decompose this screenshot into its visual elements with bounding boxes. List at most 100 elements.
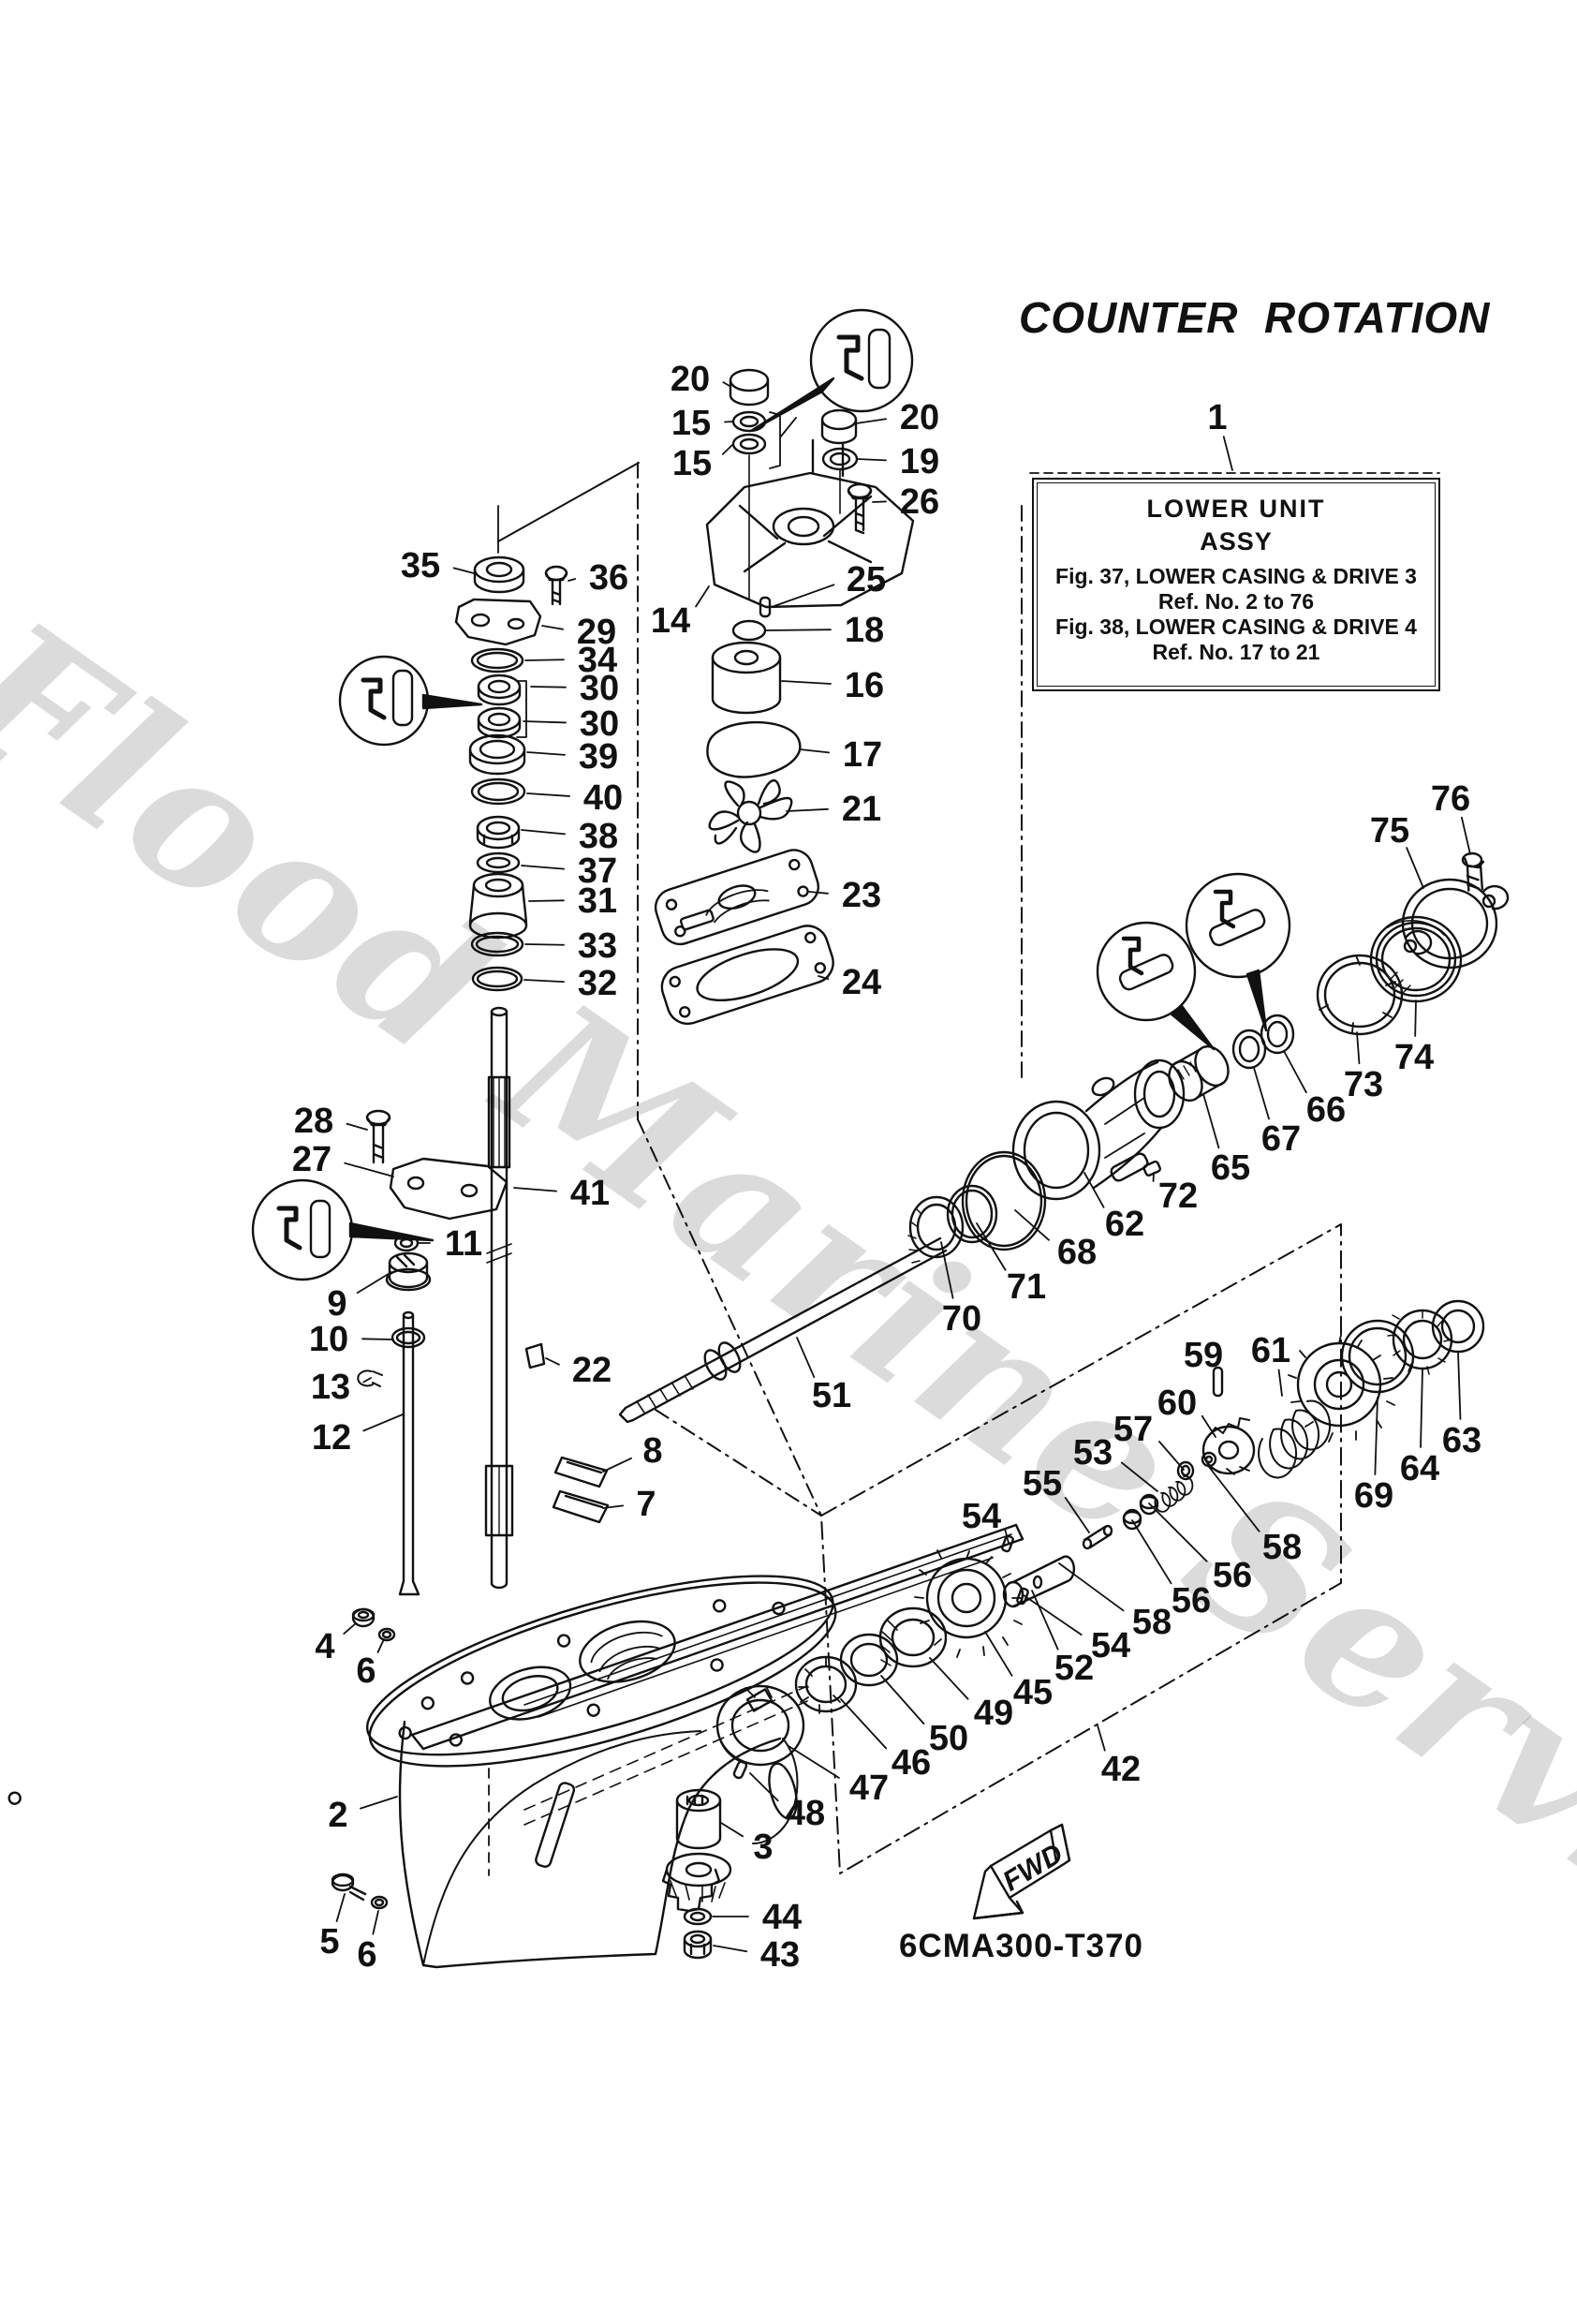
part-label-58: 58	[1132, 1603, 1172, 1642]
part-label-22: 22	[572, 1351, 612, 1390]
part-label-52: 52	[1054, 1649, 1094, 1688]
leader-line-38	[521, 829, 566, 836]
seal-66	[1260, 1014, 1295, 1055]
pin-59	[1212, 1366, 1224, 1398]
part-label-27: 27	[292, 1140, 332, 1179]
leader-line-62	[1083, 1172, 1105, 1208]
leader-line-56	[1148, 1502, 1208, 1562]
detail-circle-carrier-pin-1	[1096, 921, 1216, 1051]
leader-line-64	[1420, 1369, 1423, 1448]
part-label-29: 29	[577, 613, 616, 652]
fwd-arrow-label: FWD	[997, 1838, 1069, 1897]
prop-shaft-housing-cluster	[907, 851, 1510, 1264]
leader-line-66	[1283, 1050, 1307, 1094]
part-label-10: 10	[309, 1320, 348, 1359]
leader-line-2	[360, 1796, 398, 1810]
page-title: COUNTER ROTATION	[1019, 293, 1491, 342]
shift-plunger-52	[1002, 1555, 1076, 1608]
seat-56a	[1122, 1508, 1142, 1531]
leader-line-34	[524, 659, 565, 661]
leader-line-55	[1064, 1497, 1090, 1533]
part-label-56: 56	[1172, 1581, 1211, 1621]
detail-circle-carrier-pin-2	[1185, 872, 1291, 1032]
shift-rod-12	[398, 1310, 420, 1596]
leader-line-3	[720, 1822, 744, 1838]
part-label-31: 31	[578, 881, 617, 921]
pump-plate-23	[654, 849, 819, 946]
leader-line-45	[984, 1631, 1013, 1677]
leader-line-23	[808, 891, 829, 895]
part-label-47: 47	[849, 1769, 889, 1808]
part-label-73: 73	[1344, 1065, 1383, 1104]
bolt-76	[1461, 851, 1485, 892]
part-label-5: 5	[319, 1922, 339, 1961]
part-label-43: 43	[760, 1935, 800, 1975]
part-label-62: 62	[1105, 1205, 1144, 1244]
part-label-13: 13	[311, 1368, 350, 1407]
leader-line-6	[376, 1638, 385, 1653]
leader-line-16	[781, 680, 832, 685]
part-label-7: 7	[636, 1485, 656, 1524]
leader-line-5	[335, 1893, 346, 1922]
o-ring-32	[471, 966, 523, 992]
nut-4	[351, 1607, 376, 1628]
pin-54a	[1001, 1534, 1014, 1553]
part-label-44: 44	[762, 1898, 802, 1937]
bolt-5	[331, 1873, 367, 1902]
part-label-6: 6	[356, 1651, 376, 1691]
part-label-71: 71	[1007, 1267, 1046, 1307]
leader-line-58	[1208, 1466, 1260, 1532]
part-label-45: 45	[1013, 1673, 1053, 1712]
pin-25	[759, 596, 772, 618]
leader-line-7	[602, 1504, 625, 1509]
part-label-54: 54	[1091, 1626, 1130, 1665]
gasket-17	[706, 721, 802, 778]
leader-line-18	[765, 629, 832, 631]
washer-63	[1431, 1299, 1485, 1354]
bolt-36	[544, 565, 568, 606]
seat-56b	[1139, 1493, 1159, 1516]
leader-line-24	[818, 975, 830, 981]
part-label-20: 20	[671, 360, 710, 399]
key-22	[524, 1342, 546, 1369]
infobox-line4: Ref. No. 2 to 76	[1157, 589, 1315, 614]
part-label-68: 68	[1057, 1233, 1097, 1272]
leader-line-17	[799, 748, 830, 754]
part-label-26: 26	[900, 482, 939, 522]
part-label-34: 34	[578, 641, 617, 680]
leader-line-6	[372, 1910, 379, 1935]
toothed-washer-70	[907, 1195, 965, 1264]
leader-line-68	[1014, 1209, 1050, 1241]
key-7	[552, 1489, 610, 1524]
part-label-15: 15	[672, 444, 712, 483]
part-label-20: 20	[900, 398, 939, 437]
part-label-60: 60	[1157, 1384, 1197, 1423]
part-label-65: 65	[1211, 1148, 1250, 1188]
part-label-15: 15	[671, 404, 711, 443]
part-label-17: 17	[843, 735, 882, 775]
leader-line-10	[361, 1338, 394, 1340]
leader-line-51	[796, 1337, 816, 1379]
key-8	[553, 1456, 609, 1488]
leader-line-31	[528, 899, 565, 902]
part-label-51: 51	[812, 1376, 851, 1415]
leader-line-57	[1158, 1440, 1185, 1471]
part-label-75: 75	[1370, 811, 1409, 851]
detail-circle-driveshaft-pin	[338, 655, 483, 747]
cap-35	[473, 555, 525, 594]
seal-pair-bracket	[769, 411, 797, 469]
part-label-42: 42	[1101, 1750, 1141, 1789]
infobox-line3: Fig. 37, LOWER CASING & DRIVE 3	[1055, 564, 1417, 588]
bearing-housing-47	[715, 1684, 805, 1767]
reverse-gear-45	[914, 1549, 1023, 1658]
water-pump-parts	[654, 368, 915, 1026]
part-label-57: 57	[1113, 1410, 1153, 1449]
part-label-6: 6	[357, 1935, 376, 1975]
casing-fasteners-and-pinion	[331, 1607, 732, 1960]
driveshaft-seal-column	[454, 555, 568, 992]
leader-line-76	[1460, 816, 1471, 855]
leader-line-32	[523, 979, 565, 984]
leader-line-75	[1406, 847, 1424, 889]
part-label-53: 53	[1073, 1433, 1113, 1473]
